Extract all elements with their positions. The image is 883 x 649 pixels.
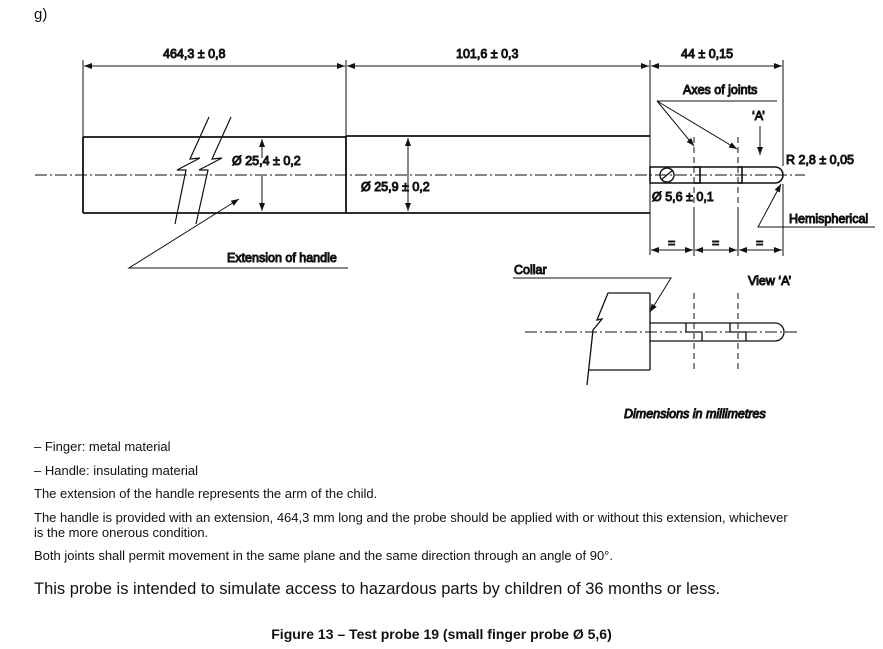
dim-extension: 464,3 ± 0,8	[163, 47, 226, 61]
technical-drawing: 464,3 ± 0,8 101,6 ± 0,3 44 ± 0,15 Ø 25,4…	[35, 47, 875, 422]
break-lines	[174, 116, 232, 225]
label-collar: Collar	[514, 263, 547, 277]
label-hemispherical: Hemispherical	[789, 212, 868, 226]
note-extension: The handle is provided with an extension…	[34, 510, 788, 540]
summary: This probe is intended to simulate acces…	[34, 580, 721, 598]
handle-extension	[82, 136, 346, 214]
figure-label: g)	[34, 6, 48, 23]
label-view-arrow: ‘A’	[752, 109, 765, 123]
radius-tip: R 2,8 ± 0,05	[786, 153, 854, 167]
dia-extension: Ø 25,4 ± 0,2	[232, 154, 301, 168]
units-note: Dimensions in millimetres	[624, 407, 766, 421]
dim-handle: 101,6 ± 0,3	[456, 47, 519, 61]
handle	[345, 135, 650, 214]
view-a	[586, 292, 785, 386]
dia-finger: Ø 5,6 ± 0,1	[652, 190, 714, 204]
dim-finger: 44 ± 0,15	[681, 47, 733, 61]
equal-mark: =	[756, 236, 763, 250]
dimension-lines	[82, 60, 784, 255]
note-joints: Both joints shall permit movement in the…	[34, 548, 613, 563]
label-extension: Extension of handle	[227, 251, 337, 265]
joint-axes	[693, 137, 739, 210]
note-finger: – Finger: metal material	[34, 439, 171, 454]
finger	[649, 166, 784, 184]
note-handle: – Handle: insulating material	[34, 463, 199, 478]
note-arm: The extension of the handle represents t…	[34, 486, 378, 501]
dia-handle: Ø 25,9 ± 0,2	[361, 180, 430, 194]
label-view: View ‘A’	[748, 274, 791, 288]
label-axes: Axes of joints	[683, 83, 757, 97]
equal-mark: =	[668, 236, 675, 250]
equal-mark: =	[712, 236, 719, 250]
figure-caption: Figure 13 – Test probe 19 (small finger …	[271, 626, 612, 642]
